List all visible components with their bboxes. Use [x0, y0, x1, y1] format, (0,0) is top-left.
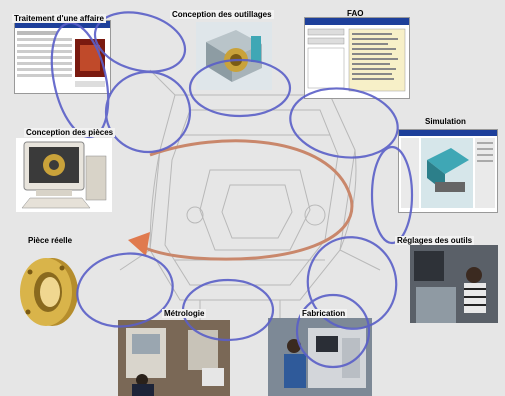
- thumbnail-piece-reelle: [12, 250, 82, 332]
- thumbnail-reglages: [410, 245, 498, 323]
- label-conception-pieces: Conception des pièces: [24, 128, 116, 137]
- label-metrologie: Métrologie: [162, 309, 207, 318]
- thumbnail-simulation: [398, 129, 498, 213]
- label-reglages-outils: Réglages des outils: [395, 236, 475, 245]
- thumbnail-fao: [304, 17, 410, 99]
- label-piece-reelle: Pièce réelle: [28, 236, 73, 245]
- label-fabrication: Fabrication: [300, 309, 348, 318]
- thumbnail-pieces: [16, 138, 112, 212]
- thumbnail-metrologie: [118, 320, 230, 396]
- label-traitement-affaire: Traitement d'une affaire: [12, 14, 106, 23]
- thumbnail-outillages: [196, 22, 272, 90]
- label-fao: FAO: [347, 9, 364, 18]
- label-simulation: Simulation: [425, 117, 466, 126]
- label-conception-outillages: Conception des outillages: [170, 10, 274, 19]
